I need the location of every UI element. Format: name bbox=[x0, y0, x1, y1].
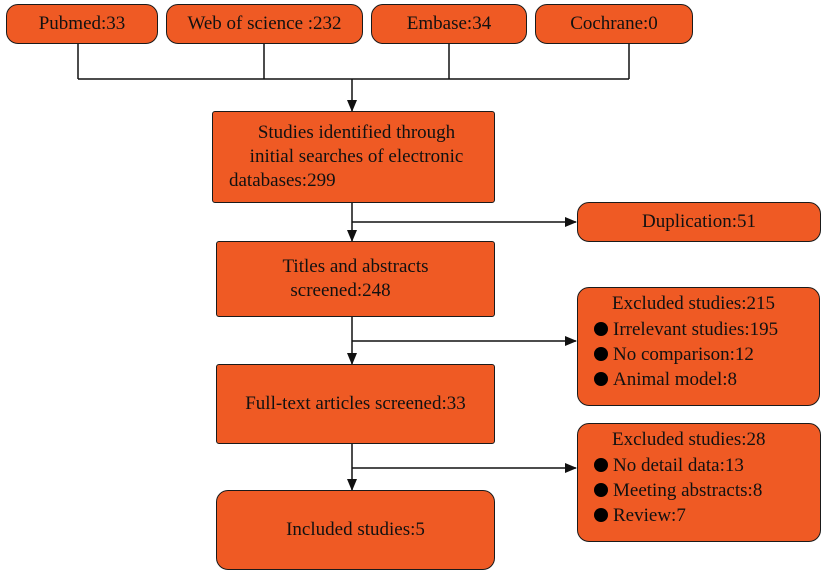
screened-box: Titles and abstracts screened:248 bbox=[216, 241, 495, 317]
source-embase-label: Embase:34 bbox=[406, 13, 492, 35]
identified-line-3: databases:299 bbox=[229, 169, 336, 191]
source-pubmed-box: Pubmed:33 bbox=[6, 4, 158, 44]
bullet-icon bbox=[594, 322, 608, 337]
duplication-box: Duplication:51 bbox=[577, 202, 821, 242]
source-pubmed-label: Pubmed:33 bbox=[38, 13, 126, 35]
excluded-1-box: Excluded studies:215 Irrelevant studies:… bbox=[577, 287, 820, 406]
identified-line-1: Studies identified through bbox=[257, 122, 456, 144]
bullet-icon bbox=[594, 372, 608, 387]
identified-line-2: initial searches of electronic bbox=[249, 146, 464, 168]
excluded-2-item-label: Review:7 bbox=[613, 504, 686, 526]
source-cochrane-box: Cochrane:0 bbox=[535, 4, 693, 44]
excluded-2-item: Review:7 bbox=[594, 503, 686, 528]
bullet-icon bbox=[594, 483, 608, 498]
duplication-label: Duplication:51 bbox=[642, 211, 756, 233]
screened-line-1: Titles and abstracts bbox=[282, 256, 429, 278]
excluded-2-heading: Excluded studies:28 bbox=[612, 429, 766, 450]
source-wos-label: Web of science :232 bbox=[187, 13, 342, 35]
excluded-1-item: No comparison:12 bbox=[594, 342, 754, 367]
source-cochrane-label: Cochrane:0 bbox=[570, 13, 658, 35]
bullet-icon bbox=[594, 508, 608, 523]
included-label: Included studies:5 bbox=[286, 519, 425, 541]
excluded-1-item-label: Animal model:8 bbox=[613, 368, 738, 390]
fulltext-label: Full-text articles screened:33 bbox=[245, 393, 466, 415]
excluded-2-item-label: No detail data:13 bbox=[613, 454, 744, 476]
excluded-1-item: Irrelevant studies:195 bbox=[594, 317, 778, 342]
bullet-icon bbox=[594, 347, 608, 362]
excluded-2-item-label: Meeting abstracts:8 bbox=[613, 479, 763, 501]
source-embase-box: Embase:34 bbox=[371, 4, 527, 44]
fulltext-box: Full-text articles screened:33 bbox=[216, 364, 495, 444]
bullet-icon bbox=[594, 458, 608, 473]
source-wos-box: Web of science :232 bbox=[166, 4, 363, 44]
identified-box: Studies identified through initial searc… bbox=[212, 111, 495, 203]
excluded-1-item-label: No comparison:12 bbox=[613, 343, 754, 365]
excluded-2-item: No detail data:13 bbox=[594, 453, 744, 478]
excluded-2-item: Meeting abstracts:8 bbox=[594, 478, 762, 503]
excluded-1-item: Animal model:8 bbox=[594, 367, 737, 392]
excluded-1-item-label: Irrelevant studies:195 bbox=[613, 318, 779, 340]
screened-line-2: screened:248 bbox=[290, 280, 391, 301]
excluded-2-box: Excluded studies:28 No detail data:13 Me… bbox=[577, 423, 821, 542]
excluded-1-heading: Excluded studies:215 bbox=[612, 293, 776, 314]
included-box: Included studies:5 bbox=[216, 490, 495, 570]
